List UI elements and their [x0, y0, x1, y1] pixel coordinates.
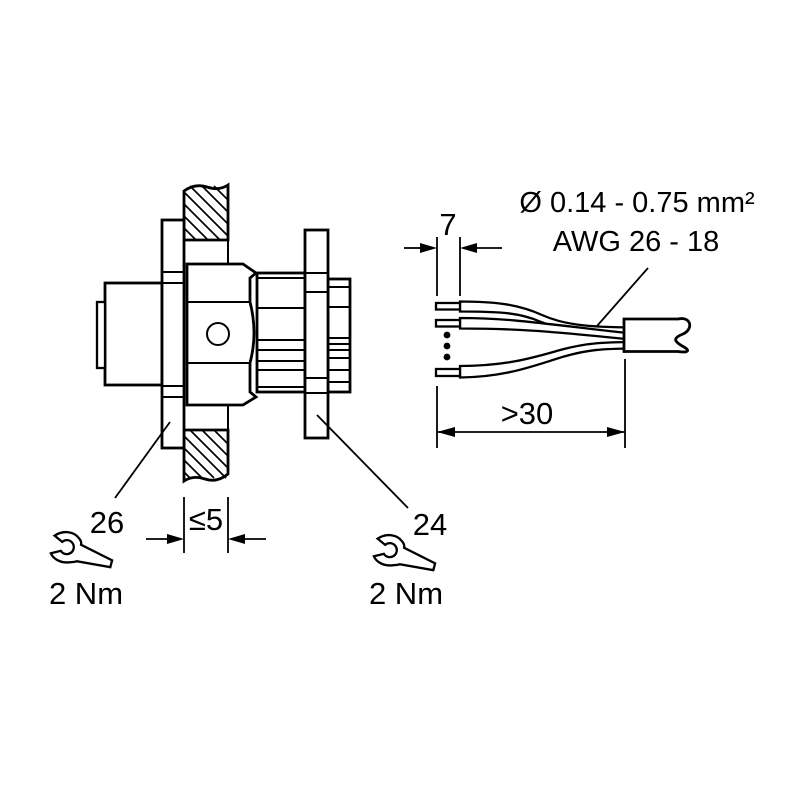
- rear-body: [95, 281, 164, 387]
- torque-left-label: 2 Nm: [49, 576, 123, 611]
- torque-right-label: 2 Nm: [369, 576, 443, 611]
- mounting-nut-callout: 26 2 Nm: [49, 421, 171, 611]
- wrench-size-24-label: 24: [413, 507, 447, 542]
- threaded-mid-section: [255, 271, 307, 394]
- cable-assembly: [434, 300, 692, 379]
- leader-line-26: [114, 421, 171, 499]
- coupling-nut-callout: 24 2 Nm: [316, 414, 447, 611]
- wire-bottom: [458, 340, 642, 379]
- panel-top-hatching: [183, 185, 229, 241]
- panel-bottom-hatching: [183, 429, 229, 479]
- wrench-size-26-label: 26: [90, 505, 124, 540]
- cable-spec-callout: Ø 0.14 - 0.75 mm² AWG 26 - 18: [519, 187, 755, 327]
- dimension-strip-length: >30: [436, 359, 626, 448]
- strip-length-label: >30: [501, 396, 554, 431]
- leader-line-cable-spec: [596, 267, 649, 327]
- wrench-icon: [49, 530, 114, 569]
- cable-jacket: [622, 317, 692, 354]
- ellipsis-dots: [443, 331, 451, 361]
- coupling-nut-24: [303, 228, 330, 440]
- cable-awg-spec: AWG 26 - 18: [553, 226, 720, 258]
- connector-body: [95, 218, 352, 450]
- cable-diameter-spec: Ø 0.14 - 0.75 mm²: [519, 187, 755, 219]
- hex-flange: [185, 262, 259, 407]
- dimension-panel-thickness: ≤5: [146, 497, 266, 553]
- mounting-nut-26: [160, 218, 186, 450]
- panel-thickness-label: ≤5: [189, 502, 223, 537]
- wire-ferrules: [434, 301, 462, 378]
- dimension-ferrule-length: 7: [404, 207, 502, 296]
- ferrule-length-label: 7: [439, 207, 456, 242]
- wrench-icon: [372, 533, 437, 572]
- panel-cross-section: [182, 182, 230, 484]
- front-coupling-section: [326, 277, 352, 394]
- leader-line-24: [316, 414, 409, 509]
- hex-flange-hole: [206, 322, 230, 346]
